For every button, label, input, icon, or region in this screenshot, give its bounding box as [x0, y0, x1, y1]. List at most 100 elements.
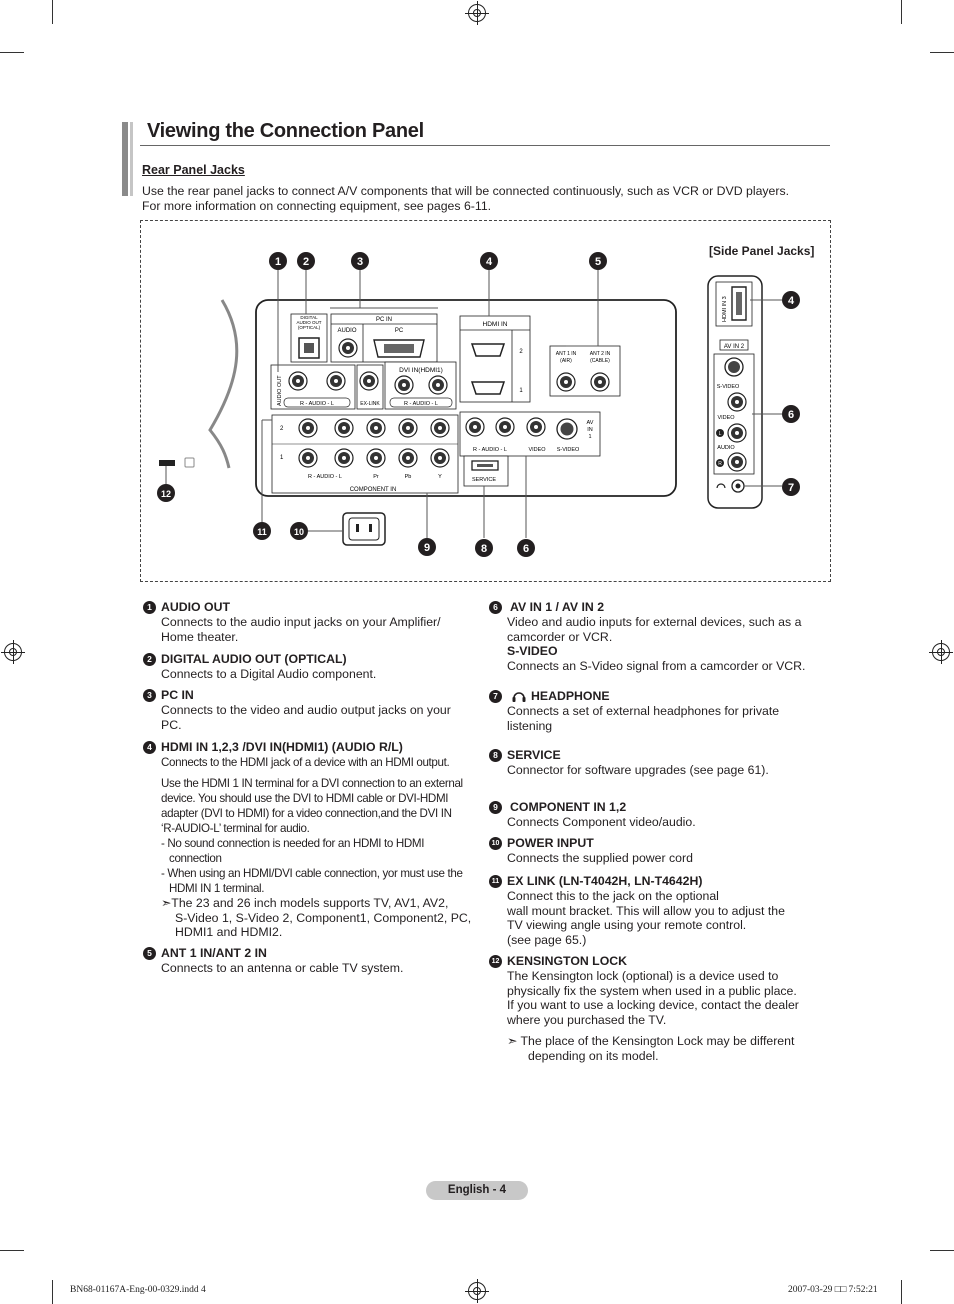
- item-number-badge: 10: [489, 837, 502, 850]
- digital-audio-label: (OPTICAL): [298, 325, 321, 330]
- item-kensington-lock: 12 KENSINGTON LOCK The Kensington lock (…: [489, 954, 799, 1064]
- item-number-badge: 1: [143, 601, 156, 614]
- callout-12: 12: [161, 489, 171, 499]
- component-in-label: COMPONENT IN: [350, 487, 397, 493]
- crop-mark: [930, 52, 954, 53]
- registration-mark-icon: [929, 640, 953, 664]
- hdmi-port-1: [470, 381, 506, 395]
- item-text: Connects to the HDMI jack of a device wi…: [161, 755, 450, 769]
- crop-mark: [930, 1250, 954, 1251]
- item-title: COMPONENT IN 1,2: [510, 800, 627, 814]
- callout-3: 3: [357, 256, 363, 268]
- headphone-icon: [512, 692, 526, 702]
- video-label: VIDEO: [528, 447, 546, 453]
- item-text: camcorder or VCR.: [507, 629, 613, 644]
- hdmi-1-label: 1: [519, 388, 523, 394]
- item-number-badge: 2: [143, 653, 156, 666]
- item-bullet: - When using an HDMI/DVI cable connectio…: [161, 866, 463, 880]
- item-component-in: 9 COMPONENT IN 1,2 Connects Component vi…: [489, 800, 696, 830]
- item-text: where you purchased the TV.: [507, 1013, 667, 1028]
- item-title-row: HEADPHONE: [507, 689, 779, 704]
- r-audio-l-label: R - AUDIO - L: [300, 401, 334, 407]
- cable-curve: [208, 299, 239, 469]
- digital-audio-label: AUDIO OUT: [296, 320, 321, 325]
- item-title: HEADPHONE: [531, 689, 610, 703]
- pb-label: Pb: [405, 474, 412, 480]
- callout-5: 5: [595, 256, 601, 268]
- item-title: DIGITAL AUDIO OUT (OPTICAL): [161, 652, 347, 666]
- item-subtitle: S-VIDEO: [507, 644, 558, 659]
- callout-numbers: 1 2 3 4 5 4 6 7 12 11 10 9 8 6: [157, 252, 800, 557]
- item-ex-link: 11 EX LINK (LN-T4042H, LN-T4642H) Connec…: [489, 874, 785, 948]
- side-panel-caption: [Side Panel Jacks]: [709, 244, 815, 258]
- side-av-in-2-label: AV IN 2: [724, 344, 745, 350]
- hdmi-port-2: [470, 343, 506, 357]
- item-text: Home theater.: [161, 629, 239, 644]
- item-text: Connects to a Digital Audio component.: [161, 666, 377, 681]
- hdmi-2-label: 2: [519, 349, 523, 355]
- pr-label: Pr: [373, 474, 379, 480]
- item-headphone: 7 HEADPHONE Connects a set of external h…: [489, 689, 779, 733]
- callout-2: 2: [303, 256, 309, 268]
- item-text: (see page 65.): [507, 933, 587, 948]
- pc-label: PC: [395, 328, 404, 334]
- callout-4-side: 4: [788, 295, 795, 307]
- callout-9: 9: [424, 542, 430, 554]
- item-number-badge: 9: [489, 801, 502, 814]
- ant1-label: ANT 1 IN: [556, 351, 577, 357]
- item-note: ➣ The place of the Kensington Lock may b…: [507, 1033, 795, 1048]
- item-pc-in: 3 PC IN Connects to the video and audio …: [143, 688, 451, 732]
- item-text: Connects to an antenna or cable TV syste…: [161, 960, 404, 975]
- item-digital-audio-out: 2 DIGITAL AUDIO OUT (OPTICAL) Connects t…: [143, 652, 377, 682]
- crop-mark: [52, 1280, 53, 1304]
- registration-mark-icon: [1, 640, 25, 664]
- item-title: AUDIO OUT: [161, 600, 230, 614]
- item-text: Use the HDMI 1 IN terminal for a DVI con…: [161, 776, 463, 790]
- item-text: PC.: [161, 717, 182, 732]
- ant2-label: (CABLE): [590, 358, 610, 364]
- item-text: TV viewing angle using your remote contr…: [507, 918, 747, 933]
- item-title: POWER INPUT: [507, 836, 594, 850]
- crop-mark: [0, 1250, 24, 1251]
- item-antenna: 5 ANT 1 IN/ANT 2 IN Connects to an anten…: [143, 946, 404, 976]
- callout-1: 1: [275, 256, 281, 268]
- item-text: Video and audio inputs for external devi…: [507, 614, 802, 629]
- item-title: PC IN: [161, 688, 194, 702]
- print-slug-right: 2007-03-29 □□ 7:52:21: [788, 1285, 878, 1295]
- lock-icon: [184, 457, 195, 468]
- print-slug-left: BN68-01167A-Eng-00-0329.indd 4: [70, 1285, 206, 1295]
- page-title: Viewing the Connection Panel: [147, 120, 424, 142]
- item-bullet: - No sound connection is needed for an H…: [161, 836, 425, 850]
- item-note: ➣The 23 and 26 inch models supports TV, …: [161, 895, 449, 910]
- item-power-input: 10 POWER INPUT Connects the supplied pow…: [489, 836, 693, 866]
- item-text: wall mount bracket. This will allow you …: [507, 903, 785, 918]
- registration-mark-icon: [465, 1, 489, 25]
- intro-line: For more information on connecting equip…: [142, 199, 492, 213]
- component-1-label: 1: [280, 455, 284, 461]
- side-l-label: L: [719, 431, 722, 437]
- digital-audio-label: DIGITAL: [300, 315, 318, 320]
- ex-link-label: EX-LINK: [360, 401, 380, 407]
- item-number-badge: 3: [143, 689, 156, 702]
- item-number-badge: 11: [489, 875, 502, 888]
- item-number-badge: 8: [489, 749, 502, 762]
- item-bullet: connection: [169, 851, 222, 865]
- component-2-label: 2: [280, 426, 284, 432]
- s-video-label: S-VIDEO: [557, 447, 580, 453]
- item-title: SERVICE: [507, 748, 561, 762]
- pc-audio-label: AUDIO: [337, 328, 356, 334]
- item-number-badge: 7: [489, 690, 502, 703]
- side-hdmi-in-3-label: HDMI IN 3: [722, 296, 728, 322]
- item-audio-out: 1 AUDIO OUT Connects to the audio input …: [143, 600, 441, 644]
- callout-11: 11: [257, 527, 267, 537]
- item-title: AV IN 1 / AV IN 2: [510, 600, 605, 614]
- av-in-1-label: 1: [588, 434, 591, 440]
- callout-7: 7: [788, 482, 794, 494]
- item-text: If you want to use a locking device, con…: [507, 998, 799, 1013]
- item-text: Connector for software upgrades (see pag…: [507, 762, 769, 777]
- callout-8: 8: [481, 543, 487, 555]
- item-title: EX LINK (LN-T4042H, LN-T4642H): [507, 874, 703, 888]
- av-in-1-label: AV: [587, 420, 594, 426]
- side-audio-label: AUDIO: [717, 445, 735, 451]
